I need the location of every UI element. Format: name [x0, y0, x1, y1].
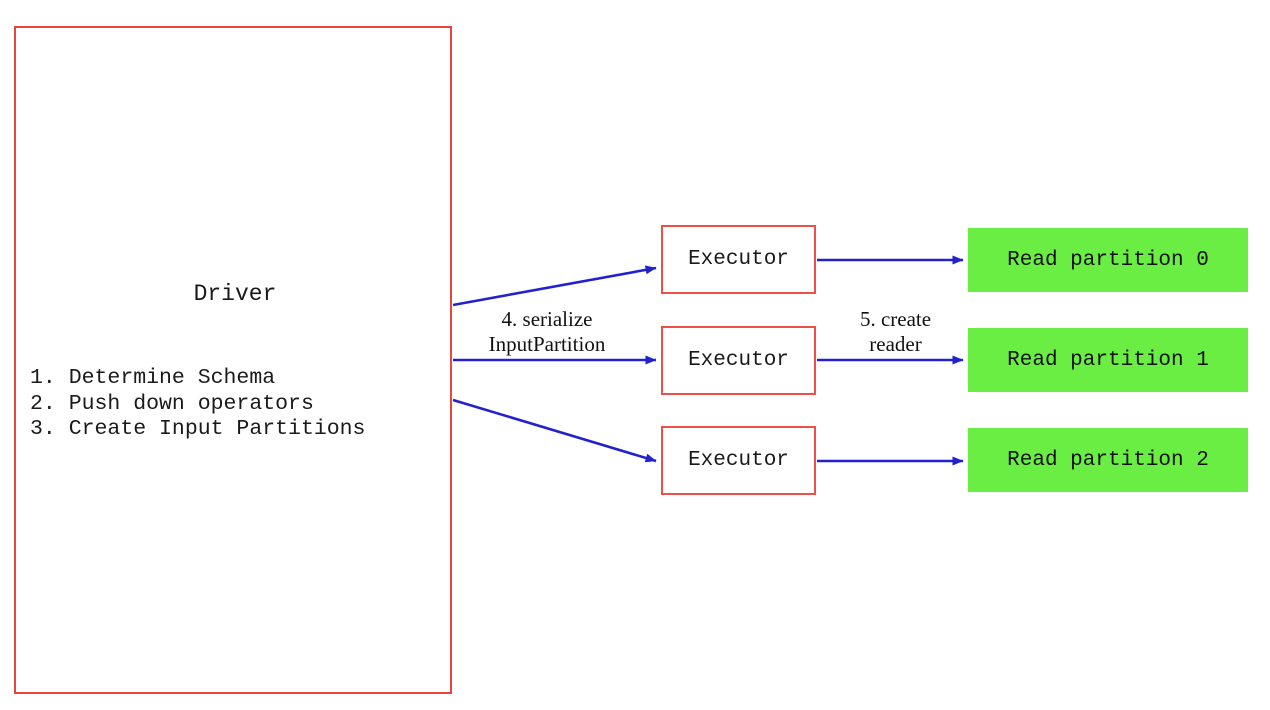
driver-step-3: 3. Create Input Partitions [30, 417, 366, 441]
read-partition-label-2: Read partition 2 [1007, 448, 1209, 472]
executor-box-1: Executor [661, 326, 816, 395]
executor-label-2: Executor [688, 449, 789, 472]
arrow-label-serialize-input-partition: 4. serialize InputPartition [488, 307, 606, 356]
driver-steps-list: 1. Determine Schema 2. Push down operato… [30, 366, 454, 443]
executor-box-2: Executor [661, 426, 816, 495]
executor-label-1: Executor [688, 349, 789, 372]
driver-step-1: 1. Determine Schema [30, 366, 276, 390]
driver-title: Driver [193, 281, 277, 307]
arrow-driver-to-executor-0 [452, 265, 657, 307]
arrow-label-create-reader: 5. create reader [859, 307, 932, 356]
executor-label-0: Executor [688, 248, 789, 271]
read-partition-label-1: Read partition 1 [1007, 348, 1209, 372]
read-partition-label-0: Read partition 0 [1007, 248, 1209, 272]
executor-box-0: Executor [661, 225, 816, 294]
driver-step-2: 2. Push down operators [30, 391, 314, 416]
read-partition-box-0: Read partition 0 [968, 228, 1248, 292]
driver-box: Driver 1. Determine Schema 2. Push down … [14, 26, 452, 694]
read-partition-box-2: Read partition 2 [968, 428, 1248, 492]
arrow-driver-to-executor-2 [452, 398, 657, 463]
read-partition-box-1: Read partition 1 [968, 328, 1248, 392]
